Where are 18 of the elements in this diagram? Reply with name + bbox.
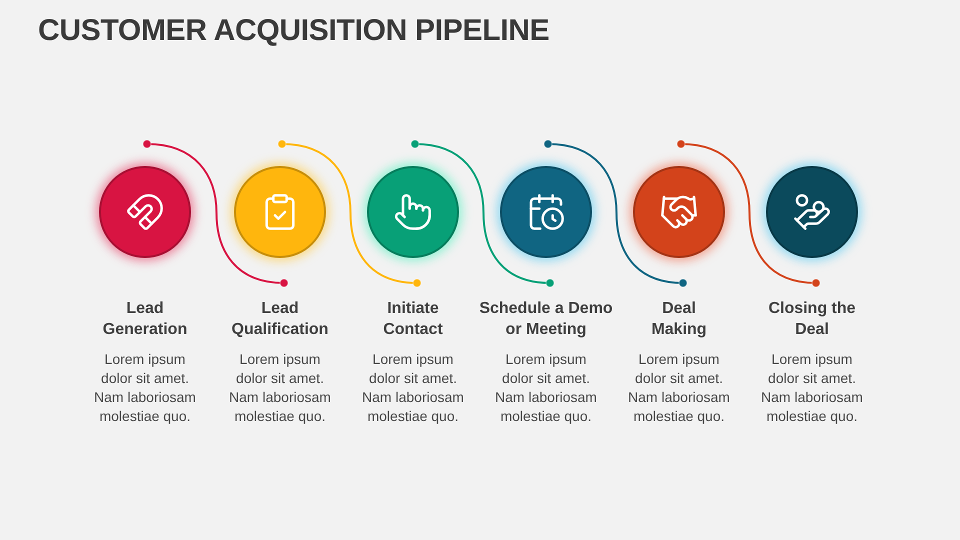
title: CUSTOMER ACQUISITION PIPELINE xyxy=(38,14,550,48)
step-description: Lorem ipsum dolor sit amet. Nam laboriosam molestiae quo. xyxy=(228,350,332,426)
step-description: Lorem ipsum dolor sit amet. Nam laboriosam molestiae quo. xyxy=(361,350,465,426)
step-heading: Schedule a Demo or Meeting xyxy=(478,299,614,340)
step-heading: Initiate Contact xyxy=(382,299,444,340)
curved-connector xyxy=(410,140,554,288)
step-heading: Deal Making xyxy=(650,299,708,340)
step-heading: Lead Qualification xyxy=(230,299,330,340)
step-heading: Closing the Deal xyxy=(767,299,857,340)
step-description: Lorem ipsum dolor sit amet. Nam laboriosam molestiae quo. xyxy=(627,350,731,426)
curved-connector xyxy=(676,140,820,288)
curved-connector xyxy=(278,140,422,288)
step-description: Lorem ipsum dolor sit amet. Nam laboriosam molestiae quo. xyxy=(93,350,197,426)
curved-connector xyxy=(544,140,688,288)
curved-connector xyxy=(142,140,288,288)
step-description: Lorem ipsum dolor sit amet. Nam laboriosam molestiae quo. xyxy=(494,350,598,426)
step-heading: Lead Generation xyxy=(102,299,188,340)
step-description: Lorem ipsum dolor sit amet. Nam laboriosam molestiae quo. xyxy=(760,350,864,426)
